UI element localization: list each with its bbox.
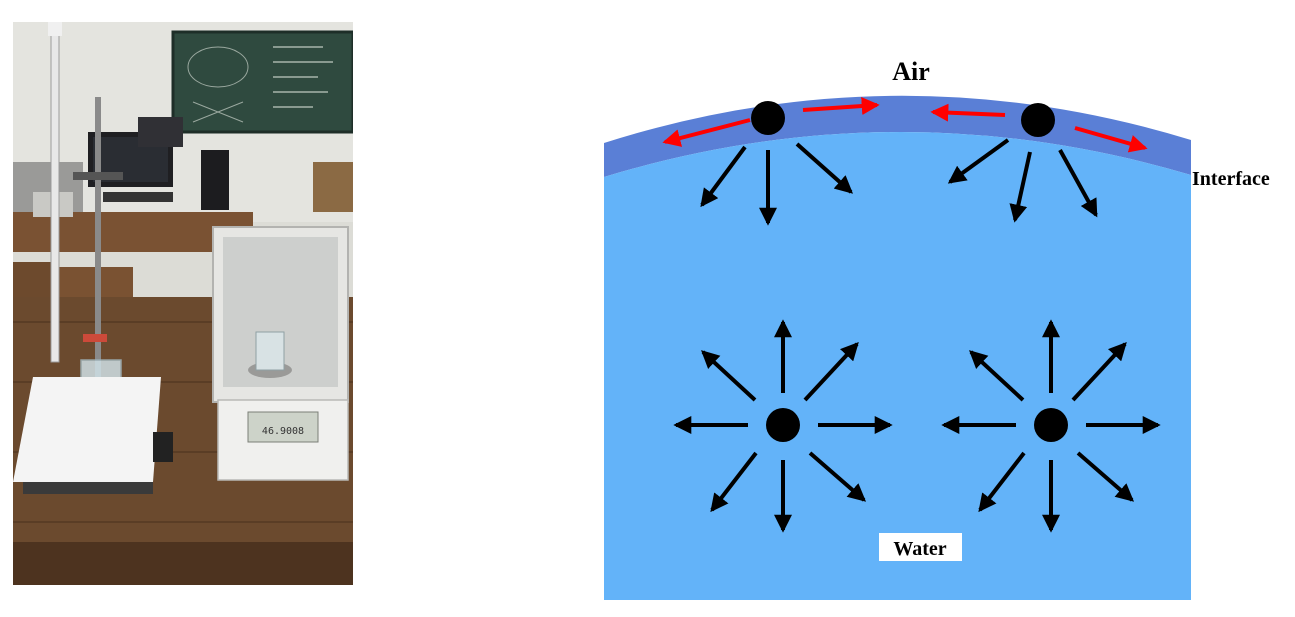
bulk-molecule-left xyxy=(673,319,893,533)
bulk-molecule-right xyxy=(941,319,1161,533)
force-arrow xyxy=(803,342,859,402)
surface-molecule-right xyxy=(930,103,1148,223)
water-label-box xyxy=(879,533,962,561)
force-arrow xyxy=(978,451,1026,513)
force-arrow xyxy=(947,138,1010,184)
water-body xyxy=(604,131,1191,600)
force-arrow xyxy=(1058,149,1098,218)
force-arrow xyxy=(710,451,758,513)
force-arrow xyxy=(969,350,1025,402)
surface-molecule-left xyxy=(662,97,880,226)
analytical-balance: 46.9008 xyxy=(212,226,349,481)
surface-force-arrow xyxy=(802,97,880,116)
retort-stand xyxy=(13,22,173,494)
force-arrow xyxy=(1009,151,1032,223)
force-arrow xyxy=(795,142,854,194)
force-arrow xyxy=(700,145,747,208)
chalkboard xyxy=(171,30,353,134)
water-label: Water xyxy=(893,538,946,560)
lab-setup-photo: 46.9008 xyxy=(13,22,353,585)
molecule xyxy=(751,101,785,135)
force-arrow xyxy=(808,451,867,502)
interface-label: Interface xyxy=(1192,168,1270,190)
molecule xyxy=(1034,408,1068,442)
balance-display: 46.9008 xyxy=(262,426,304,437)
force-arrow xyxy=(1071,342,1127,402)
air-label: Air xyxy=(892,57,930,86)
molecule xyxy=(766,408,800,442)
force-arrow xyxy=(1076,451,1135,502)
force-arrow xyxy=(701,350,757,402)
surface-force-arrow xyxy=(1074,126,1148,153)
surface-force-arrow xyxy=(930,103,1006,122)
surface-force-arrow xyxy=(662,118,751,147)
molecule xyxy=(1021,103,1055,137)
